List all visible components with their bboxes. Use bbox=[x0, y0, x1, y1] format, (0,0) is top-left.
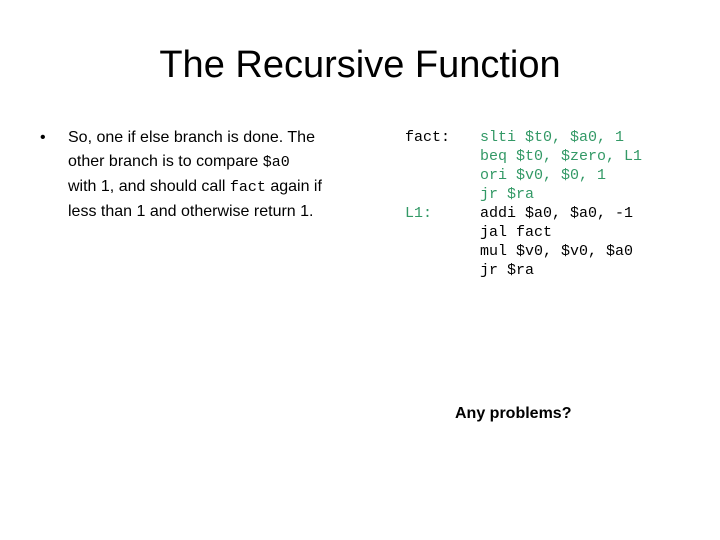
code-label bbox=[405, 166, 480, 185]
text-segment: again if bbox=[265, 178, 322, 195]
code-label: L1: bbox=[405, 205, 433, 222]
code-instruction: ori $v0, $0, 1 bbox=[480, 167, 607, 184]
code-instruction: addi $a0, $a0, -1 bbox=[480, 205, 634, 222]
code-line: jal fact bbox=[405, 223, 642, 242]
code-instruction: jal fact bbox=[480, 224, 553, 241]
code-instruction: jr $ra bbox=[480, 262, 535, 279]
code-label bbox=[405, 147, 480, 166]
text-segment: other branch is to compare bbox=[68, 153, 263, 170]
assembly-code-block: fact: slti $t0, $a0, 1 beq $t0, $zero, L1 o… bbox=[405, 128, 642, 280]
bullet-text: So, one if else branch is done. The other… bbox=[68, 126, 390, 224]
text-segment: So, one if else branch is done. The bbox=[68, 129, 315, 146]
code-label bbox=[405, 223, 480, 242]
slide-title: The Recursive Function bbox=[159, 44, 561, 86]
code-line: beq $t0, $zero, L1 bbox=[405, 147, 642, 166]
code-line: jr $ra bbox=[405, 261, 642, 280]
code-line: ori $v0, $0, 1 bbox=[405, 166, 642, 185]
code-line: fact: slti $t0, $a0, 1 bbox=[405, 128, 642, 147]
code-label bbox=[405, 242, 480, 261]
code-label: fact: bbox=[405, 129, 451, 146]
code-line: jr $ra bbox=[405, 185, 642, 204]
code-line: L1: addi $a0, $a0, -1 bbox=[405, 204, 642, 223]
bullet-text-line: other branch is to compare $a0 bbox=[68, 150, 390, 175]
bullet-marker: • bbox=[40, 129, 46, 146]
bullet-text-line: So, one if else branch is done. The bbox=[68, 126, 390, 150]
code-instruction: jr $ra bbox=[480, 186, 535, 203]
text-segment: with 1, and should call bbox=[68, 178, 230, 195]
bullet-item: • So, one if else branch is done. The oth… bbox=[40, 126, 390, 224]
code-line: mul $v0, $v0, $a0 bbox=[405, 242, 642, 261]
inline-code: $a0 bbox=[262, 154, 290, 171]
footer-question: Any problems? bbox=[455, 405, 572, 422]
code-instruction: mul $v0, $v0, $a0 bbox=[480, 243, 634, 260]
bullet-text-line: with 1, and should call fact again if bbox=[68, 175, 390, 200]
code-label bbox=[405, 261, 480, 280]
code-instruction: slti $t0, $a0, 1 bbox=[480, 129, 625, 146]
code-instruction: beq $t0, $zero, L1 bbox=[480, 148, 643, 165]
code-label bbox=[405, 185, 480, 204]
text-segment: less than 1 and otherwise return 1. bbox=[68, 203, 314, 220]
bullet-text-line: less than 1 and otherwise return 1. bbox=[68, 200, 390, 224]
inline-code: fact bbox=[229, 179, 266, 196]
